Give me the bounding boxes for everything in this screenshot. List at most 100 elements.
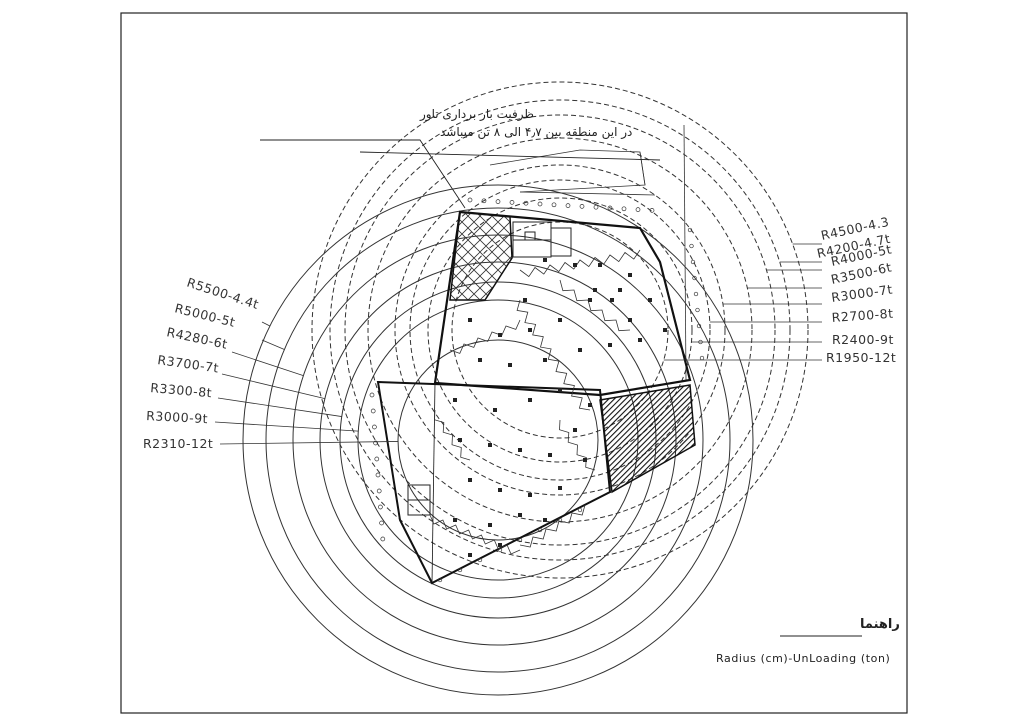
right-crane-leader-lines [663,243,822,361]
marker-right-2 [690,259,696,265]
left-label-r3700: R3700-7t [157,352,220,375]
marker-top-1 [481,198,487,204]
marker-right-1 [689,243,694,249]
column-grid [453,258,667,557]
column-40 [558,388,562,392]
column-27 [543,518,547,522]
left-crane-leader-lines [214,321,399,445]
column-42 [573,428,577,432]
left-leader-3 [221,373,325,399]
column-28 [468,553,472,557]
stepped-row-2 [559,279,631,332]
left-radius-circle-1 [265,207,731,673]
column-8 [478,358,482,362]
marker-top-12 [635,207,641,212]
marker-top-10 [607,205,613,211]
marker-right-8 [699,355,705,361]
building-lower-wing [376,380,612,585]
column-5 [618,288,622,292]
column-41 [588,403,592,407]
marker-left-9 [380,536,386,542]
marker-right-4 [693,291,699,297]
left-radius-circle-5 [357,299,639,581]
column-14 [663,328,667,332]
column-11 [578,348,582,352]
left-label-r5000: R5000-5t [173,300,237,330]
marker-top-11 [621,206,627,212]
right-radius-circle-6 [427,197,693,463]
right-crane-labels: R4500-4.3 R4200-4.7t R4000-5t R3500-6t R… [816,214,896,365]
left-leader-2 [231,351,304,376]
column-16 [488,443,492,447]
right-radius-circle-5 [409,179,711,481]
column-6 [648,298,652,302]
left-radius-circle-6 [397,339,599,541]
marker-left-7 [378,504,383,510]
stepped-row-1 [516,299,591,411]
column-19 [583,458,587,462]
column-17 [518,448,522,452]
left-leader-6 [219,441,399,445]
stepped-rows [429,249,641,555]
marker-left-4 [374,456,380,462]
column-30 [593,288,597,292]
marker-top-2 [495,199,501,204]
column-38 [493,408,497,412]
stepped-row-5 [519,504,586,548]
column-24 [453,518,457,522]
stepped-row-3 [449,319,521,354]
right-radius-circle-4 [394,164,726,496]
column-12 [608,343,612,347]
left-leader-0 [261,321,271,327]
marker-bottom-6 [557,517,563,523]
marker-right-6 [696,323,702,329]
right-radius-circle-3 [367,137,753,523]
marker-right-3 [692,275,697,281]
marker-top-3 [509,200,515,205]
column-15 [458,438,462,442]
site-boundary-lines [489,124,687,381]
column-33 [573,263,577,267]
column-3 [558,318,562,322]
marker-bottom-1 [457,567,463,573]
column-23 [558,486,562,490]
right-radius-circle-0 [311,81,809,579]
column-13 [638,338,642,342]
legend-description: Radius (cm)-UnLoading (ton) [716,652,890,665]
column-9 [508,363,512,367]
column-34 [543,258,547,262]
left-leader-4 [217,397,342,417]
right-radius-circle-7 [451,221,669,439]
column-39 [528,398,532,402]
column-21 [498,488,502,492]
marker-bottom-7 [577,507,583,513]
left-leader-5 [214,421,359,432]
marker-left-2 [372,424,377,430]
column-4 [588,298,592,302]
column-25 [488,523,492,527]
marker-left-3 [373,440,378,446]
dark-hatched-zone [599,384,696,494]
column-0 [468,318,472,322]
stepped-row-6 [434,409,471,461]
left-leader-1 [261,339,285,350]
marker-bottom-3 [497,547,503,553]
left-label-r2310: R2310-12t [143,436,213,451]
column-37 [453,398,457,402]
marker-bottom-0 [437,577,443,583]
marker-left-1 [370,408,376,414]
column-31 [610,298,614,302]
marker-left-6 [376,488,382,494]
marker-top-5 [537,201,543,207]
column-32 [523,298,527,302]
marker-top-8 [579,204,585,209]
perimeter-markers [369,197,705,583]
left-label-r3300: R3300-8t [150,380,213,400]
marker-bottom-4 [517,537,523,543]
right-label-r1950: R1950-12t [826,350,896,365]
marker-right-5 [695,307,700,313]
marker-right-0 [687,227,693,233]
legend: راهنما Radius (cm)-UnLoading (ton) [716,617,900,665]
column-22 [528,493,532,497]
right-radius-circle-2 [344,114,776,546]
